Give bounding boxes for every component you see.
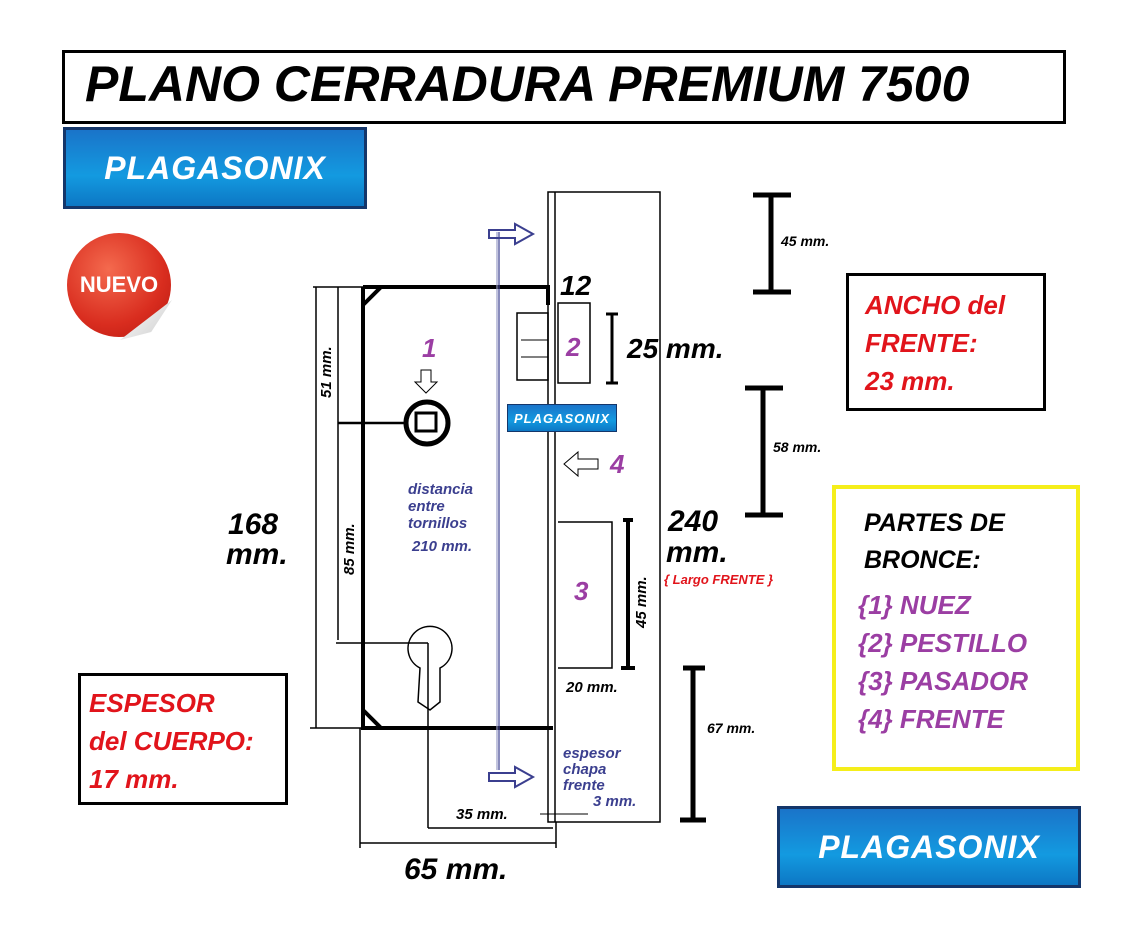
ancho-line: ANCHO del: [865, 290, 1006, 320]
front-length-value: 240: [668, 505, 719, 538]
screw-note-line: entre: [408, 498, 445, 515]
part-number-1: 1: [422, 333, 437, 363]
partes-heading-line: PARTES DE: [864, 509, 1005, 537]
pasador-width-label: 20 mm.: [566, 679, 618, 696]
keyhole: [407, 625, 453, 711]
partes-item: {4} FRENTE: [858, 704, 1004, 734]
espesor-line: 17 mm.: [89, 764, 179, 794]
ancho-line: FRENTE:: [865, 328, 978, 358]
espesor-line: del CUERPO:: [89, 726, 254, 756]
partes-list: {1} NUEZ {2} PESTILLO {3} PASADOR {4} FR…: [858, 586, 1028, 738]
brand-badge-bottom: PLAGASONIX: [777, 806, 1081, 888]
pestillo: [557, 302, 591, 384]
total-width-label: 65 mm.: [404, 853, 508, 886]
partes-item: {1} NUEZ: [858, 590, 971, 620]
espesor-text: ESPESOR del CUERPO: 17 mm.: [89, 684, 254, 798]
screw-note-line: tornillos: [408, 515, 468, 532]
top-gap-label: 45 mm.: [781, 233, 830, 249]
ancho-frente-text: ANCHO del FRENTE: 23 mm.: [865, 286, 1005, 400]
plate-note-line: chapa: [563, 761, 607, 778]
backset-label: 35 mm.: [456, 806, 508, 823]
front-length-note: { Largo FRENTE }: [664, 572, 774, 587]
nuez-circle: [403, 399, 451, 447]
partes-item: {2} PESTILLO: [858, 628, 1028, 658]
pasador: [558, 521, 613, 669]
plate-thickness-note: espesor chapa frente 3 mm.: [563, 746, 636, 810]
latch-height-label: 25 mm.: [627, 333, 724, 364]
ancho-line: 23 mm.: [865, 366, 955, 396]
plate-note-line: espesor: [563, 745, 621, 762]
faceplate: [547, 191, 661, 823]
part-number-4: 4: [610, 449, 625, 479]
part-number-3: 3: [574, 576, 589, 606]
nuevo-sticker: NUEVO: [67, 233, 171, 337]
bottom-gap-label: 67 mm.: [707, 720, 756, 736]
screw-note-line: distancia: [408, 481, 474, 498]
espesor-cuerpo-box: ESPESOR del CUERPO: 17 mm.: [78, 673, 288, 805]
mid-gap-label: 58 mm.: [773, 439, 822, 455]
brand-badge-small: PLAGASONIX: [507, 404, 617, 432]
front-length-unit: mm.: [666, 536, 728, 569]
body-height-unit: mm.: [226, 538, 288, 571]
nuez-cylinder-label: 85 mm.: [341, 523, 358, 575]
plate-note-line: 3 mm.: [593, 793, 637, 810]
plate-note-line: frente: [563, 777, 605, 794]
espesor-line: ESPESOR: [89, 688, 215, 718]
partes-item: {3} PASADOR: [858, 666, 1029, 696]
partes-heading-line: BRONCE:: [864, 546, 981, 574]
partes-heading: PARTES DE BRONCE:: [864, 505, 1005, 579]
screw-distance-note: distancia entre tornillos 210 mm.: [408, 481, 473, 555]
nuez-offset-label: 51 mm.: [318, 346, 335, 398]
partes-bronce-box: PARTES DE BRONCE: {1} NUEZ {2} PESTILLO …: [832, 485, 1080, 771]
part-number-2: 2: [566, 332, 581, 362]
screw-note-line: 210 mm.: [412, 538, 473, 555]
page-title: PLANO CERRADURA PREMIUM 7500: [85, 56, 970, 112]
title-box: [62, 50, 1066, 124]
body-height-value: 168: [228, 508, 279, 541]
pasador-height-label: 45 mm.: [633, 576, 650, 628]
brand-badge-top: PLAGASONIX: [63, 127, 367, 209]
ancho-frente-box: ANCHO del FRENTE: 23 mm.: [846, 273, 1046, 411]
latch-width-label: 12: [560, 270, 592, 301]
